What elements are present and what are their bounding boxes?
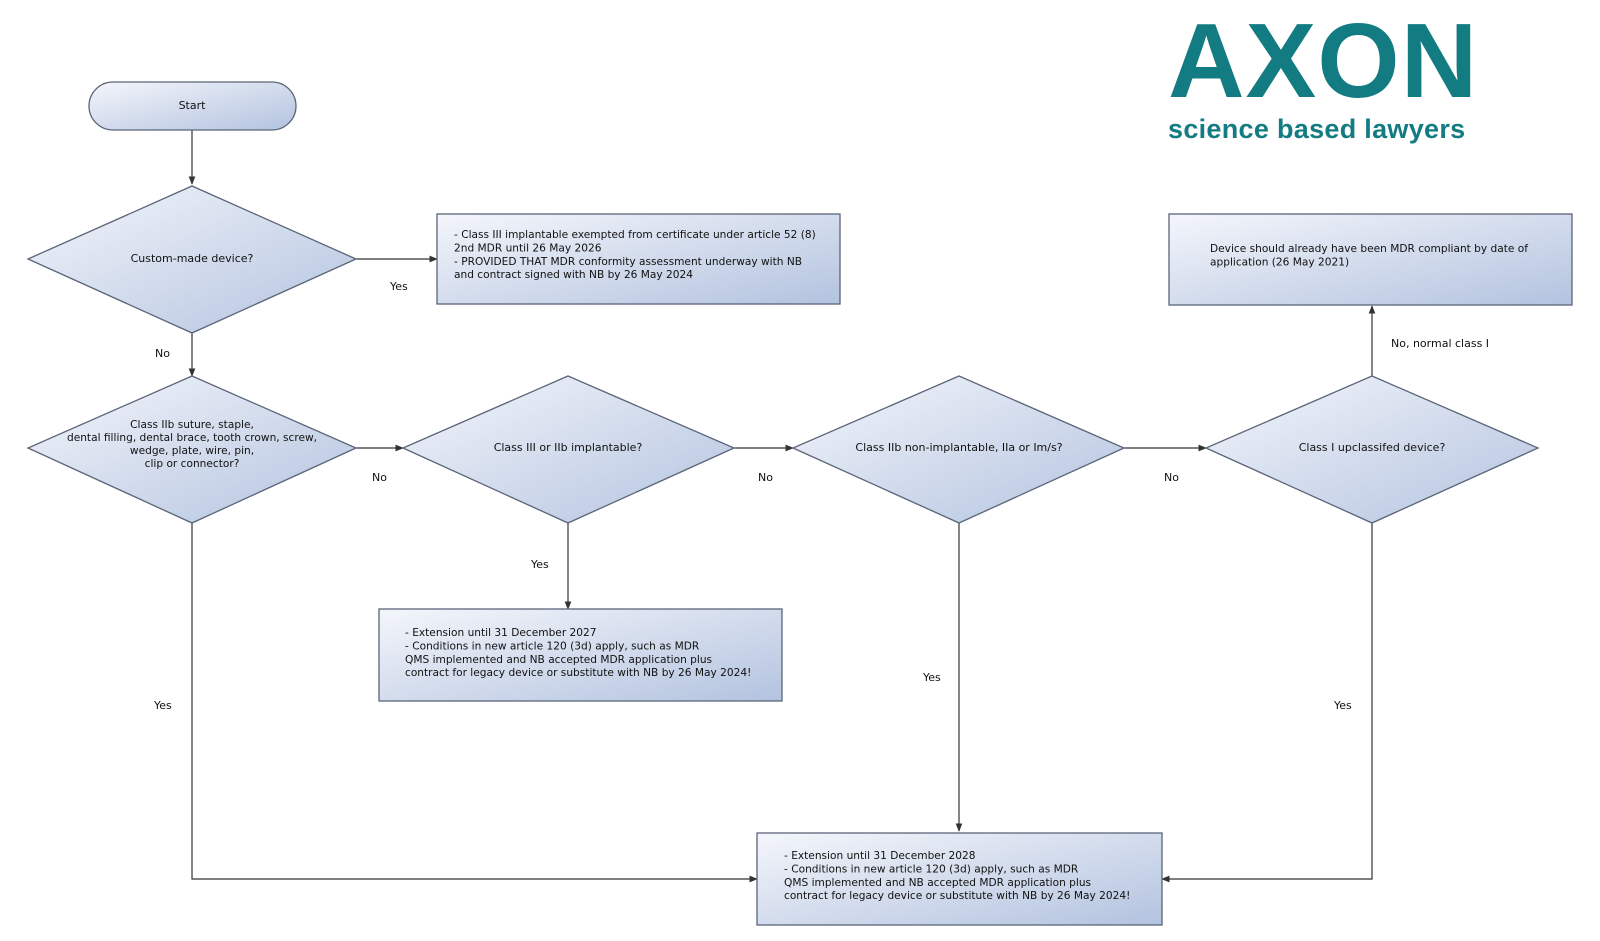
class-iib-non-implantable-decision: [791, 375, 1126, 524]
text-line: QMS implemented and NB accepted MDR appl…: [405, 654, 712, 666]
custom-made-decision: [26, 185, 358, 334]
text-line: Class I upclassifed device?: [1299, 441, 1446, 454]
custom-made-question: Custom-made device?: [131, 252, 254, 265]
edge-labels: Yes No No Yes No Yes No Yes No, normal c…: [153, 280, 1489, 712]
logo-wordmark: AXON: [1168, 2, 1479, 120]
text-line: QMS implemented and NB accepted MDR appl…: [784, 877, 1091, 889]
text-line: - Conditions in new article 120 (3d) app…: [784, 863, 1079, 875]
text-line: dental filling, dental brace, tooth crow…: [67, 432, 317, 444]
text-line: Class IIb non-implantable, IIa or Im/s?: [855, 441, 1062, 454]
class-i-upclassified-decision: [1204, 375, 1540, 524]
text-line: - Conditions in new article 120 (3d) app…: [405, 640, 700, 652]
text-line: - PROVIDED THAT MDR conformity assessmen…: [454, 256, 802, 268]
text-line: contract for legacy device or substitute…: [405, 667, 751, 679]
class-i-upclassified-question: Class I upclassifed device?: [1299, 441, 1446, 454]
class-iib-non-implantable-question: Class IIb non-implantable, IIa or Im/s?: [855, 441, 1062, 454]
extension-2027-text: - Extension until 31 December 2027- Cond…: [405, 627, 751, 679]
label-non-yes: Yes: [922, 671, 941, 684]
extension-2027-box: [378, 608, 783, 702]
logo-tagline: science based lawyers: [1168, 114, 1466, 144]
class-iii-implantable-question: Class III or IIb implantable?: [494, 441, 643, 454]
label-class3-yes: Yes: [530, 558, 549, 571]
axon-logo: AXON science based lawyers: [1168, 8, 1508, 144]
label-class1-yes: Yes: [1333, 699, 1352, 712]
extension-2028-text: - Extension until 31 December 2028- Cond…: [784, 850, 1130, 902]
start-terminal: [88, 81, 297, 131]
label-list-no: No: [372, 471, 387, 484]
text-line: Class III or IIb implantable?: [494, 441, 643, 454]
label-custom-no: No: [155, 347, 170, 360]
label-list-yes: Yes: [153, 699, 172, 712]
custom-made-exemption-box: [436, 213, 841, 305]
label-class3-no: No: [758, 471, 773, 484]
text-line: - Extension until 31 December 2027: [405, 627, 597, 639]
compliance-box: [1168, 213, 1573, 306]
text-line: Class IIb suture, staple,: [130, 419, 254, 431]
shape-texts: Start Custom-made device? - Class III im…: [67, 99, 1528, 902]
start-label: Start: [179, 99, 207, 112]
class-iii-implantable-decision: [401, 375, 736, 524]
custom-made-exemption-text: - Class III implantable exempted from ce…: [454, 229, 816, 281]
label-custom-yes: Yes: [389, 280, 408, 293]
text-line: wedge, plate, wire, pin,: [130, 445, 254, 457]
shapes: [26, 81, 1573, 926]
label-class1-no: No, normal class I: [1391, 337, 1489, 350]
connectors: [188, 130, 1376, 883]
text-line: - Extension until 31 December 2028: [784, 850, 976, 862]
class-iib-list-question: Class IIb suture, staple,dental filling,…: [67, 419, 317, 470]
text-line: Custom-made device?: [131, 252, 254, 265]
label-non-no: No: [1164, 471, 1179, 484]
text-line: Start: [179, 99, 207, 112]
text-line: and contract signed with NB by 26 May 20…: [454, 269, 693, 281]
edge-list-yes: [191, 523, 758, 883]
edge-class1-yes: [1161, 523, 1373, 883]
text-line: contract for legacy device or substitute…: [784, 890, 1130, 902]
text-line: Device should already have been MDR comp…: [1210, 243, 1528, 255]
class-iib-list-decision: [26, 375, 358, 524]
text-line: clip or connector?: [145, 458, 240, 470]
text-line: - Class III implantable exempted from ce…: [454, 229, 816, 241]
compliance-text: Device should already have been MDR comp…: [1210, 243, 1528, 268]
text-line: 2nd MDR until 26 May 2026: [454, 242, 602, 254]
extension-2028-box: [756, 832, 1163, 926]
text-line: application (26 May 2021): [1210, 256, 1349, 268]
